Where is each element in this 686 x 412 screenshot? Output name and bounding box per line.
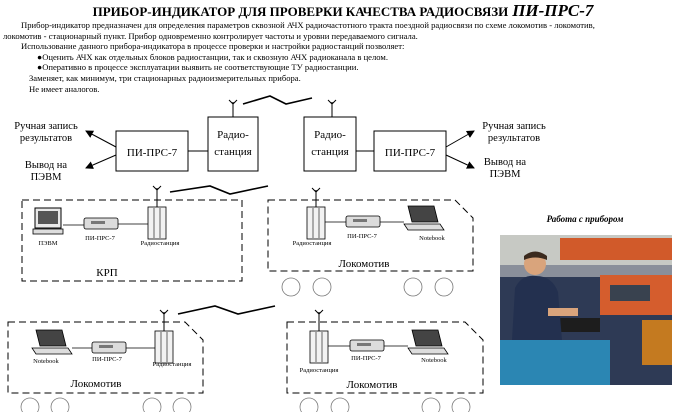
- wheel-icon: [281, 277, 301, 297]
- loco2-radio-label: Радиостанция: [153, 361, 192, 368]
- device-icon: [91, 341, 127, 354]
- wheel-icon: [403, 277, 423, 297]
- radio-label-left-b: станция: [214, 146, 251, 158]
- radio-label-right-b: станция: [311, 146, 348, 158]
- radio-station-icon: [154, 309, 174, 364]
- krp-device-label: ПИ-ПРС-7: [85, 235, 115, 242]
- krp-radio-label: Радиостанция: [141, 240, 180, 247]
- wheel-icon: [299, 397, 319, 412]
- intro-bullet-2: ●Оперативно в процессе эксплуатации выяв…: [37, 62, 359, 73]
- photo: [500, 235, 672, 385]
- scheme-loco-1: Радиостанция ПИ-ПРС-7 Notebook Локомотив: [267, 187, 474, 297]
- loco2-notebook-label: Notebook: [33, 358, 59, 365]
- left-out-pc-b: ПЭВМ: [31, 172, 63, 183]
- photo-caption: Работа с прибором: [546, 214, 624, 224]
- wheel-icon: [312, 277, 332, 297]
- intro-bullet-1: ●Оценить АЧХ как отдельных блоков радиос…: [37, 51, 388, 62]
- right-out-pc-b: ПЭВМ: [490, 169, 522, 180]
- radio-label-left-a: Радио-: [217, 129, 249, 141]
- radio-label-right-a: Радио-: [314, 129, 346, 141]
- right-out-manual-b: результатов: [488, 133, 540, 144]
- intro-p2: Использование данного прибора-индикатора…: [21, 41, 405, 52]
- loco3-notebook-label: Notebook: [421, 357, 447, 364]
- scheme-krp: ПЭВМ ПИ-ПРС-7 Радиостанция КРП: [21, 185, 243, 282]
- loco1-notebook-label: Notebook: [419, 235, 445, 242]
- left-out-pc-a: Вывод на: [25, 160, 67, 171]
- intro-p3: Заменяет, как минимум, три стационарных …: [29, 72, 301, 83]
- wheel-icon: [142, 397, 162, 412]
- scheme-loco-2: Notebook ПИ-ПРС-7 Радиостанция Локомотив: [7, 309, 204, 412]
- wheel-icon: [50, 397, 70, 412]
- radio-box-left: [207, 116, 259, 172]
- wheel-icon: [330, 397, 350, 412]
- left-out-manual-a: Ручная запись: [14, 121, 78, 132]
- pc-icon: [32, 207, 64, 235]
- radio-box-right: [303, 116, 357, 172]
- scheme-loco-3: Радиостанция ПИ-ПРС-7 Notebook Локомотив: [286, 309, 484, 412]
- radio-link-zigzag: [242, 95, 313, 105]
- wheel-icon: [20, 397, 40, 412]
- notebook-icon: [403, 205, 445, 231]
- intro-p1b: локомотив - стационарный пункт. Прибор о…: [3, 30, 418, 41]
- title-model: ПИ-ПРС-7: [512, 1, 594, 20]
- intro-p1: Прибор-индикатор предназначен для опреде…: [21, 20, 595, 30]
- device-box-right: [373, 130, 447, 172]
- antenna-icon: [327, 99, 337, 118]
- radio-station-icon: [147, 185, 167, 240]
- loco2-label: Локомотив: [71, 378, 122, 390]
- device-icon: [83, 217, 119, 230]
- loco3-radio-label: Радиостанция: [300, 367, 339, 374]
- loco2-device-label: ПИ-ПРС-7: [92, 356, 122, 363]
- title-main: ПРИБОР-ИНДИКАТОР ДЛЯ ПРОВЕРКИ КАЧЕСТВА Р…: [92, 4, 509, 19]
- wheel-icon: [421, 397, 441, 412]
- wheel-icon: [172, 397, 192, 412]
- right-out-manual-a: Ручная запись: [482, 121, 546, 132]
- loco1-radio-label: Радиостанция: [293, 240, 332, 247]
- wheel-icon: [434, 277, 454, 297]
- device-label-left: ПИ-ПРС-7: [127, 147, 178, 159]
- loco3-label: Локомотив: [347, 379, 398, 391]
- antenna-icon: [228, 99, 238, 118]
- device-icon: [345, 215, 381, 228]
- loco1-device-label: ПИ-ПРС-7: [347, 233, 377, 240]
- intro-p4: Не имеет аналогов.: [29, 83, 100, 94]
- left-out-manual-b: результатов: [20, 133, 72, 144]
- top-diagram: ПИ-ПРС-7 Радио- станция Радио- станция П…: [14, 95, 546, 183]
- loco3-device-label: ПИ-ПРС-7: [351, 355, 381, 362]
- page-title: ПРИБОР-ИНДИКАТОР ДЛЯ ПРОВЕРКИ КАЧЕСТВА Р…: [0, 1, 686, 21]
- radio-station-icon: [306, 187, 326, 240]
- right-out-pc-a: Вывод на: [484, 157, 526, 168]
- radio-link-zigzag: [169, 185, 269, 195]
- notebook-icon: [31, 329, 73, 355]
- wheel-icon: [451, 397, 471, 412]
- device-label-right: ПИ-ПРС-7: [385, 147, 436, 159]
- radio-station-icon: [309, 309, 329, 364]
- intro-text: Прибор-индикатор предназначен для опреде…: [3, 20, 683, 94]
- krp-pc-label: ПЭВМ: [38, 240, 57, 247]
- loco1-label: Локомотив: [339, 258, 390, 270]
- krp-label: КРП: [96, 267, 117, 279]
- radio-link-zigzag: [177, 305, 276, 315]
- device-icon: [349, 339, 385, 352]
- notebook-icon: [407, 329, 449, 355]
